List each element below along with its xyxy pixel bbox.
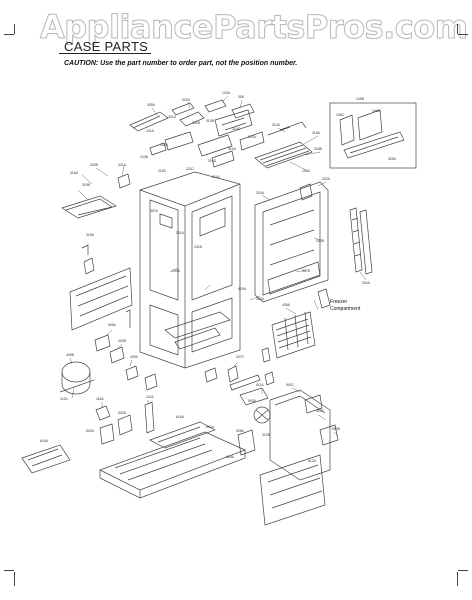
- small-fittings: [94, 309, 275, 391]
- part-label: 406A: [282, 303, 291, 307]
- part-label: 101A: [146, 129, 155, 133]
- crop-mark-bottom-left: [4, 570, 14, 571]
- machine-compartment-base: [99, 421, 246, 499]
- part-label: 503A: [248, 399, 257, 403]
- inset-box: [329, 102, 417, 169]
- part-label: 319A: [86, 233, 95, 237]
- part-label: 612A: [308, 459, 317, 463]
- part-label: 105C: [336, 113, 345, 117]
- part-label: 503B: [332, 427, 341, 431]
- crop-mark-bottom-right: [458, 570, 468, 571]
- leader-lines: [69, 95, 367, 437]
- part-label: 502A: [86, 429, 95, 433]
- part-label: 309A: [147, 103, 156, 107]
- crop-mark-bottom-left-v: [14, 572, 15, 586]
- part-label: 105A: [302, 169, 311, 173]
- part-label: 310C: [232, 127, 241, 131]
- crop-mark-bottom-right-v: [457, 572, 458, 586]
- part-label: 106A: [372, 109, 381, 113]
- part-label: 102B: [316, 239, 325, 243]
- callout-freezer-line2: Compartment: [330, 306, 361, 312]
- part-label: 503C: [316, 409, 325, 413]
- part-label: 321A: [118, 163, 127, 167]
- part-label: 211D: [186, 167, 194, 171]
- part-label: 310A: [228, 147, 237, 151]
- part-label: 116A: [96, 397, 104, 401]
- part-label: 300A: [362, 281, 371, 285]
- callout-freezer-line1: Freezer: [330, 299, 348, 305]
- part-label: 301A: [168, 115, 177, 119]
- part-label: 310B: [206, 119, 215, 123]
- part-label: 103A: [222, 91, 231, 95]
- part-label: 400B: [118, 339, 127, 343]
- part-label: 231A: [176, 231, 185, 235]
- left-shelf: [61, 173, 131, 219]
- part-label: 400A: [238, 287, 247, 291]
- part-label: 105B: [356, 97, 365, 101]
- part-label: 307A: [150, 209, 159, 213]
- cabinet-body: [139, 171, 241, 369]
- part-label: 405A: [108, 323, 117, 327]
- part-label: 502C: [286, 383, 295, 387]
- part-label: 202A: [248, 135, 257, 139]
- part-label: 409A: [130, 355, 139, 359]
- part-labels: 309A 302A 103A 308 301A 301B 101A 102A 3…: [40, 91, 397, 463]
- part-label: 318B: [314, 147, 323, 151]
- part-label: 307B: [302, 269, 311, 273]
- part-label: 304A: [256, 297, 265, 301]
- freezer-door: [254, 181, 329, 303]
- part-label: 616A: [176, 415, 185, 419]
- watermark: AppliancePartsPros.com: [40, 8, 469, 47]
- part-label: 319B: [82, 183, 91, 187]
- part-label: 230A: [172, 269, 181, 273]
- crop-mark-top-left: [4, 34, 14, 35]
- caution-note: CAUTION: Use the part number to order pa…: [64, 60, 298, 67]
- top-hinge-parts: [129, 99, 265, 168]
- part-label: 308: [238, 95, 244, 99]
- part-label: 112A: [60, 397, 68, 401]
- part-label: 231B: [194, 245, 203, 249]
- part-label: 318A: [312, 131, 321, 135]
- part-label: 611A: [256, 383, 264, 387]
- compressor: [59, 361, 95, 395]
- back-panel: [69, 244, 133, 331]
- part-label: 310D: [208, 159, 217, 163]
- grille-parts: [254, 121, 313, 169]
- crop-mark-top-right-v: [457, 24, 458, 34]
- bottom-left-parts: [21, 401, 155, 474]
- part-label: 322A: [322, 177, 331, 181]
- part-label: 301B: [192, 121, 201, 125]
- part-label: 320B: [90, 163, 99, 167]
- part-label: 329A: [388, 157, 397, 161]
- part-label: 320A: [256, 191, 265, 195]
- part-label: 615A: [40, 439, 49, 443]
- gasket-strips: [349, 207, 373, 275]
- part-label: 308A: [236, 429, 245, 433]
- part-label: 103B: [140, 155, 149, 159]
- evaporator: [271, 288, 331, 359]
- crop-mark-top-left-v: [14, 24, 15, 34]
- fan-duct-assembly: [237, 387, 339, 526]
- part-label: 110A: [146, 395, 154, 399]
- part-label: 316A: [70, 171, 79, 175]
- part-label: 502B: [118, 411, 127, 415]
- part-label: 302A: [182, 98, 191, 102]
- section-title: CASE PARTS: [64, 39, 149, 54]
- part-label: 102A: [160, 143, 169, 147]
- part-label: 312B: [262, 433, 271, 437]
- part-label: 405B: [66, 353, 75, 357]
- part-label: 307C: [236, 355, 245, 359]
- part-label: 211B: [158, 169, 166, 173]
- crop-mark-top-right: [458, 34, 468, 35]
- part-label: 211A: [212, 175, 220, 179]
- part-label: 505A: [226, 455, 235, 459]
- title-underline: [59, 53, 151, 54]
- part-label: 501A: [206, 425, 215, 429]
- part-label: 312A: [272, 123, 281, 127]
